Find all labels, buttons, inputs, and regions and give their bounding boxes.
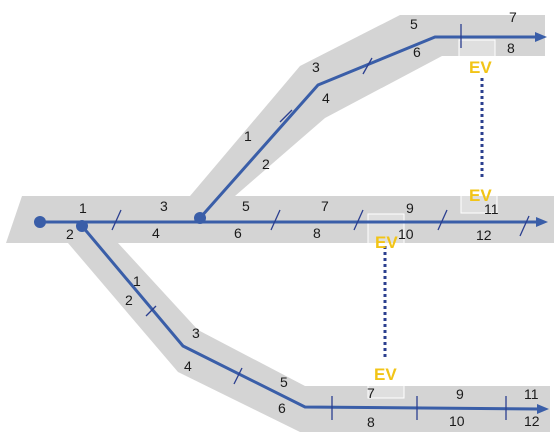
lower-label: 7	[367, 385, 375, 401]
main-tick	[270, 209, 281, 231]
main-tick	[519, 215, 530, 237]
upper-junction-node	[194, 212, 206, 224]
main-tick	[353, 209, 364, 231]
main-label: 9	[406, 200, 414, 216]
upper-corridor-band	[190, 15, 545, 196]
main-corridor-band	[6, 196, 554, 243]
upper-track-arrow	[535, 32, 547, 42]
ev-markers: EV EV EV EV	[374, 58, 492, 384]
ev-boxes	[367, 39, 498, 399]
lower-label: 9	[456, 386, 464, 402]
ev-label-lower: EV	[374, 365, 397, 384]
lower-junction-node	[76, 220, 88, 232]
upper-label: 7	[509, 9, 517, 25]
upper-tick	[279, 109, 293, 123]
main-label: 7	[321, 198, 329, 214]
main-label: 8	[313, 225, 321, 241]
ev-label-main-right: EV	[469, 186, 492, 205]
ev-box-main-right	[460, 180, 498, 214]
main-label: 2	[66, 226, 74, 242]
upper-track-line	[198, 35, 540, 219]
ev-label-main-mid: EV	[375, 233, 398, 252]
ev-box-main-mid	[367, 213, 405, 247]
lower-label: 12	[524, 413, 540, 429]
lower-label: 8	[367, 414, 375, 430]
main-track-arrow	[536, 217, 548, 227]
tracks	[40, 35, 541, 411]
ev-box-lower	[367, 357, 405, 399]
lower-corridor-band	[68, 243, 550, 432]
upper-label: 3	[312, 59, 320, 75]
upper-label: 1	[244, 128, 252, 144]
lower-tick	[145, 305, 157, 317]
lower-track-line	[80, 225, 541, 411]
main-label: 5	[242, 198, 250, 214]
lower-label: 11	[524, 386, 539, 402]
segment-ticks	[111, 24, 530, 420]
lower-label: 3	[192, 325, 200, 341]
upper-tick	[362, 57, 373, 75]
main-label: 10	[398, 226, 414, 242]
main-label: 12	[476, 227, 492, 243]
main-label: 6	[234, 225, 242, 241]
main-label: 4	[152, 225, 160, 241]
main-tick	[437, 209, 448, 231]
upper-label: 4	[322, 90, 330, 106]
ev-label-upper: EV	[469, 58, 492, 77]
lower-track-arrow	[537, 404, 549, 414]
lower-tick	[233, 367, 243, 385]
track-start-node	[34, 216, 46, 228]
lower-label: 4	[184, 358, 192, 374]
lower-label: 6	[278, 400, 286, 416]
main-label: 1	[79, 200, 87, 216]
lower-label: 2	[125, 292, 133, 308]
upper-label: 2	[262, 156, 270, 172]
upper-label: 5	[410, 16, 418, 32]
main-track-labels: 1 2 3 4 5 6 7 8 9 10 11 12	[66, 198, 499, 243]
corridor-bands	[6, 15, 554, 432]
upper-label: 8	[507, 40, 515, 56]
lower-label: 5	[280, 374, 288, 390]
ev-box-upper	[458, 39, 496, 79]
main-label: 11	[484, 201, 499, 217]
main-tick	[111, 209, 122, 231]
upper-label: 6	[413, 44, 421, 60]
lower-label: 10	[449, 413, 465, 429]
main-label: 3	[160, 198, 168, 214]
lower-branch-labels: 1 2 3 4 5 6 7 8 9 10 11 12	[125, 273, 540, 430]
lower-label: 1	[133, 273, 141, 289]
upper-branch-labels: 1 2 3 4 5 6 7 8	[244, 9, 517, 172]
